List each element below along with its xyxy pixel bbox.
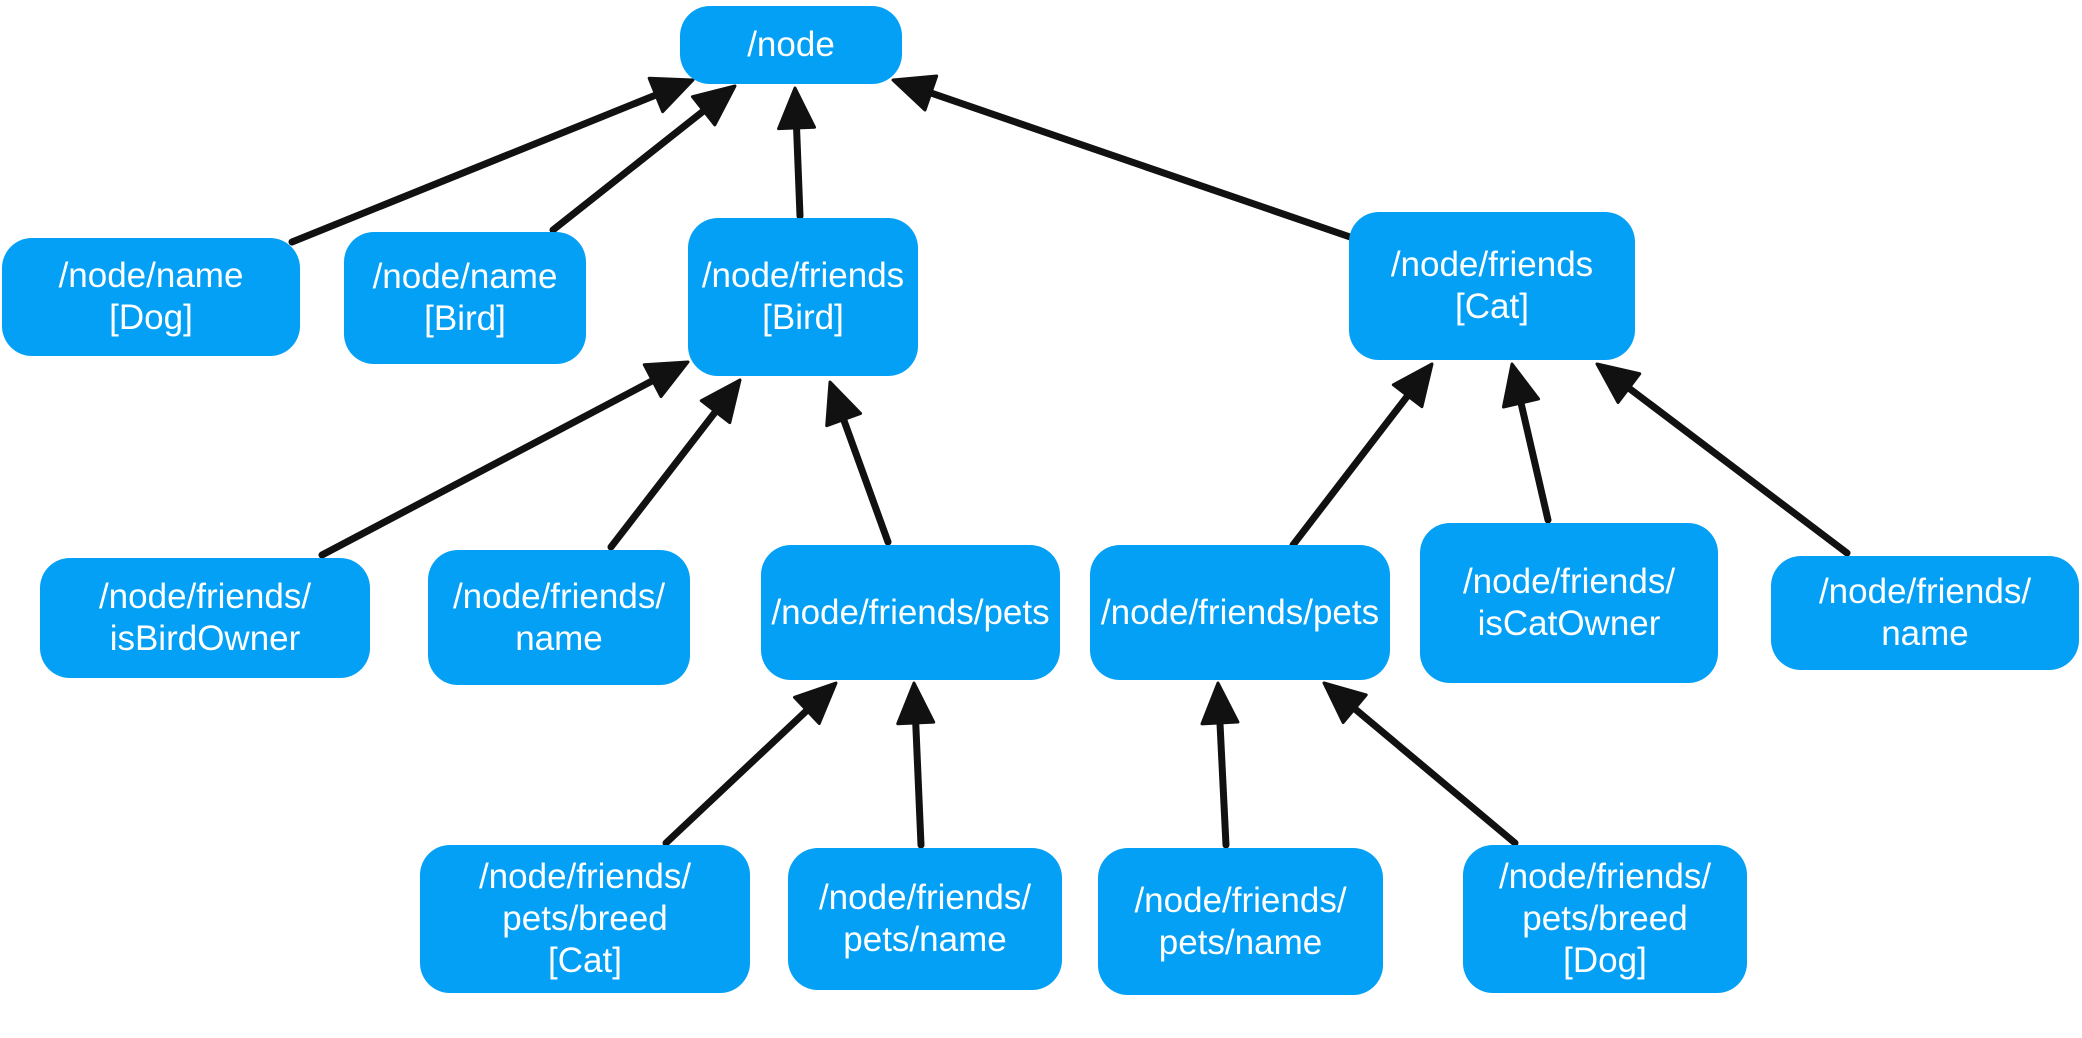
- arrowhead: [1595, 362, 1642, 404]
- edge-fb-pets-to-friends-bird: [825, 380, 892, 546]
- edge-line: [318, 377, 657, 559]
- edge-line: [927, 89, 1357, 242]
- node-label: /node/friends/ pets/name: [1134, 880, 1347, 962]
- node-label: /node/friends/ isCatOwner: [1462, 562, 1676, 643]
- edge-line: [1625, 384, 1851, 557]
- edge-line: [288, 91, 660, 246]
- node-box-name-bird: /node/name [Bird]: [344, 232, 586, 364]
- arrowhead: [777, 86, 817, 131]
- node-label: /node/friends/ isBirdOwner: [98, 577, 312, 658]
- node-label: /node/friends/ pets/breed [Dog]: [1498, 857, 1712, 980]
- edge-fc-pets-to-friends-cat: [1289, 362, 1434, 549]
- arrowhead: [793, 681, 838, 726]
- edge-fc-iscatowner-to-friends-cat: [1501, 362, 1552, 524]
- edge-friends-cat-to-root: [891, 74, 1357, 242]
- node-box-fcp-name: /node/friends/ pets/name: [1098, 848, 1383, 995]
- arrowhead: [1391, 362, 1434, 409]
- node-label: /node: [747, 25, 835, 64]
- node-label: /node/name [Dog]: [58, 256, 244, 337]
- edge-fcp-name-to-fc-pets: [1200, 681, 1240, 849]
- node-box-fb-isbirdowner: /node/friends/ isBirdOwner: [40, 558, 370, 678]
- node-label: /node/friends/ name: [452, 576, 666, 658]
- node-box-friends-bird: /node/friends [Bird]: [688, 218, 918, 376]
- edge-line: [662, 706, 811, 847]
- arrowhead: [1322, 681, 1368, 724]
- node-label: /node/friends/ name: [1818, 572, 2032, 653]
- edge-line: [1517, 399, 1552, 524]
- node-box-fb-name: /node/friends/ name: [428, 550, 690, 685]
- edge-line: [840, 416, 892, 546]
- node-box-fc-iscatowner: /node/friends/ isCatOwner: [1420, 523, 1718, 683]
- edge-fbp-name-to-fb-pets: [896, 681, 936, 849]
- node-box-fcp-breed-dog: /node/friends/ pets/breed [Dog]: [1463, 845, 1747, 993]
- edge-line: [793, 124, 804, 220]
- node-box-fb-pets: /node/friends/pets: [761, 545, 1060, 680]
- node-box-fc-name: /node/friends/ name: [1771, 556, 2079, 670]
- edge-fcp-breed-dog-to-fc-pets: [1322, 681, 1519, 847]
- edge-friends-bird-to-root: [777, 86, 817, 220]
- arrowhead: [891, 74, 939, 112]
- arrowhead: [1501, 362, 1541, 409]
- node-box-fbp-breed-cat: /node/friends/ pets/breed [Cat]: [420, 845, 750, 993]
- arrowhead: [647, 76, 695, 114]
- node-label: /node/friends [Bird]: [701, 256, 905, 337]
- node-box-name-dog: /node/name [Dog]: [2, 238, 300, 356]
- node-label: /node/friends/pets: [1100, 592, 1380, 632]
- edge-fc-name-to-friends-cat: [1595, 362, 1851, 557]
- edge-fbp-breed-cat-to-fb-pets: [662, 681, 838, 847]
- node-box-fc-pets: /node/friends/pets: [1090, 545, 1390, 680]
- node-label: /node/friends/ pets/name: [818, 878, 1032, 959]
- node-box-root: /node: [680, 6, 902, 84]
- edge-line: [912, 719, 925, 849]
- node-label: /node/friends/ pets/breed [Cat]: [478, 857, 692, 980]
- arrowhead: [825, 380, 863, 428]
- edge-fb-isbirdowner-to-friends-bird: [318, 360, 690, 559]
- arrowhead: [1200, 681, 1240, 726]
- edge-line: [1216, 719, 1230, 849]
- node-label: /node/friends [Cat]: [1390, 245, 1594, 326]
- node-label: /node/name [Bird]: [372, 257, 558, 338]
- arrowhead: [642, 360, 690, 399]
- edge-line: [549, 107, 708, 234]
- node-label: /node/friends/pets: [771, 592, 1050, 632]
- arrowhead: [690, 84, 737, 127]
- edge-line: [1289, 392, 1412, 549]
- edge-fb-name-to-friends-bird: [607, 378, 742, 551]
- edge-name-bird-to-root: [549, 84, 737, 234]
- node-box-fbp-name: /node/friends/ pets/name: [788, 848, 1062, 990]
- edge-name-dog-to-root: [288, 76, 695, 246]
- arrowhead: [699, 378, 742, 425]
- edge-line: [607, 408, 720, 551]
- arrowhead: [896, 681, 936, 726]
- edge-line: [1351, 705, 1519, 847]
- node-box-friends-cat: /node/friends [Cat]: [1349, 212, 1635, 360]
